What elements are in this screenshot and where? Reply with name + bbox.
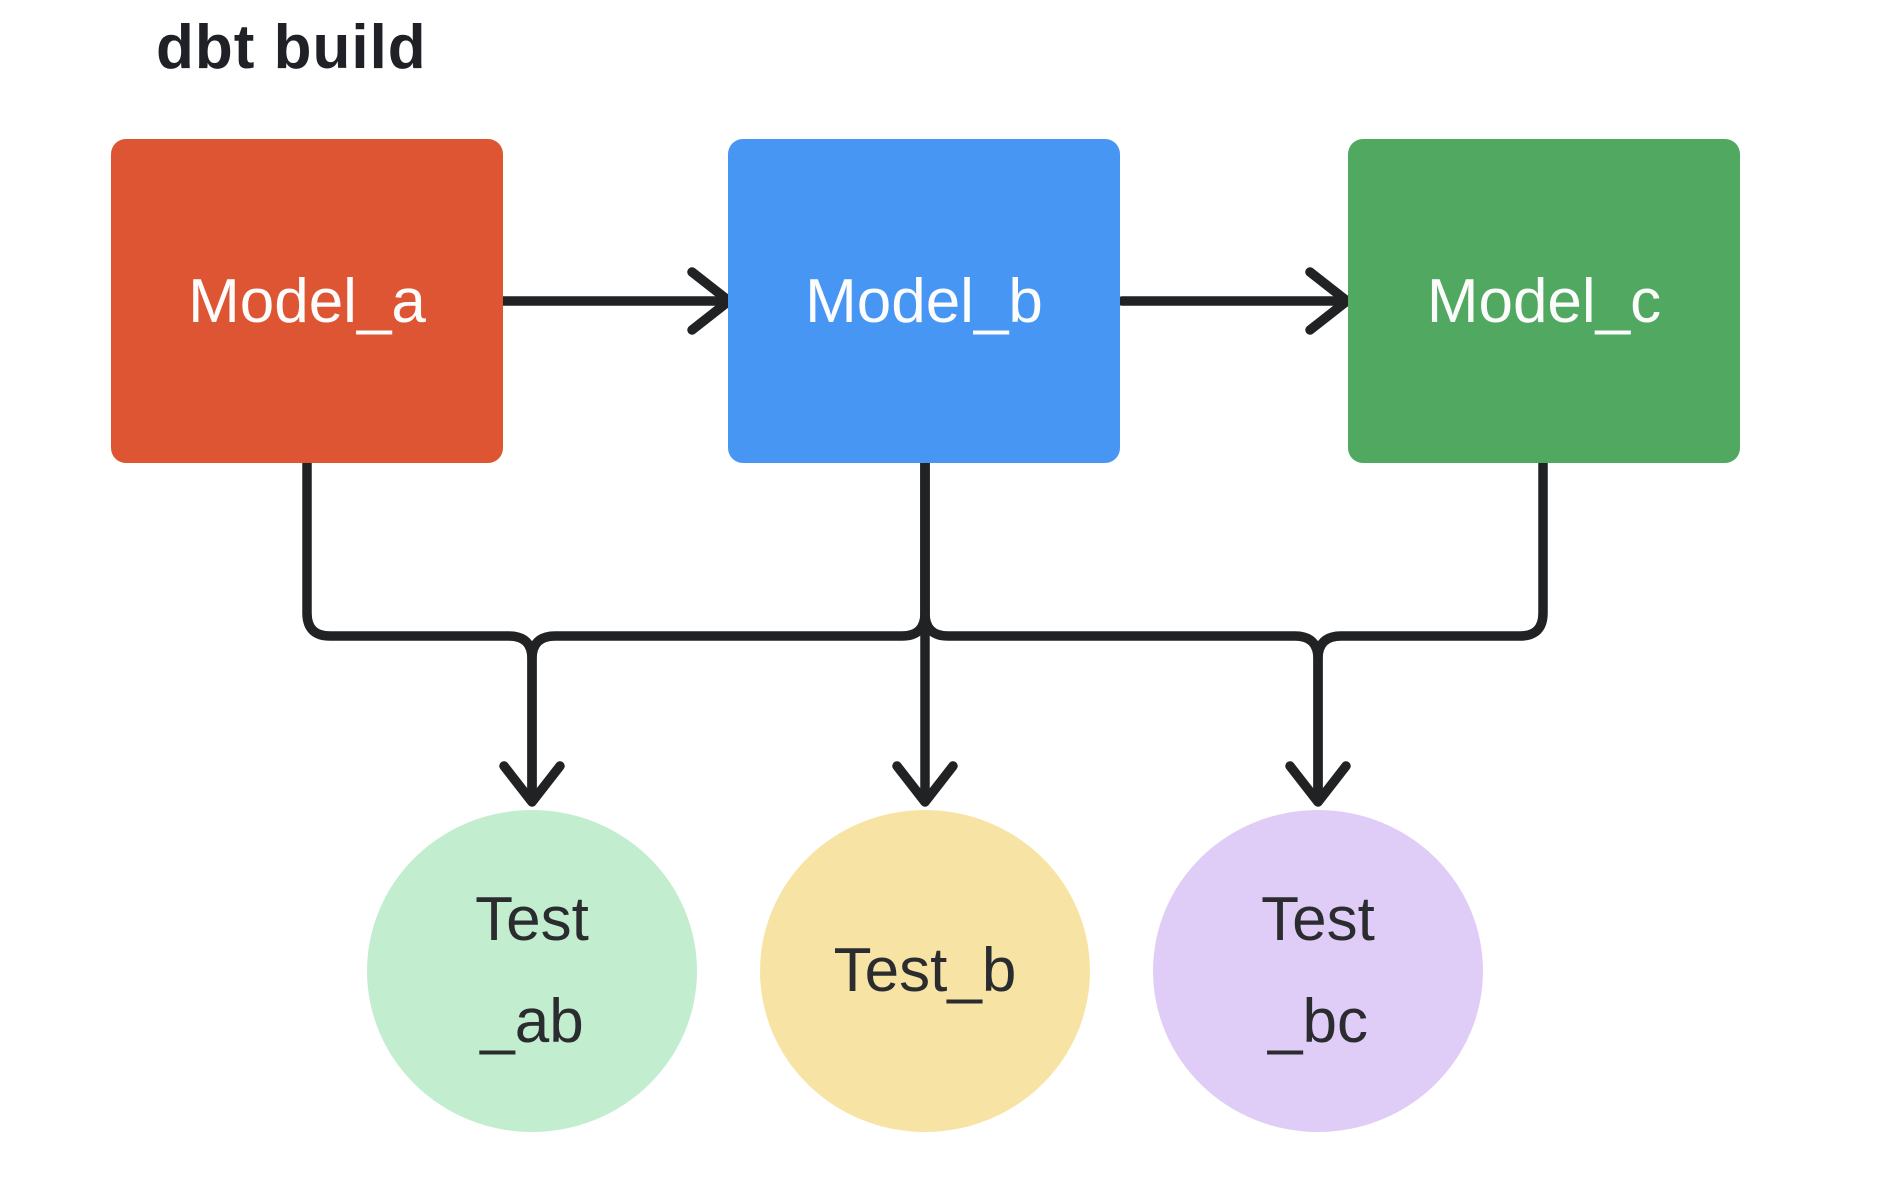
- node-test-b: Test_b: [760, 810, 1090, 1132]
- node-test-ab-label-line2: _ab: [480, 987, 584, 1056]
- node-model-b-label: Model_b: [805, 266, 1043, 336]
- edge-model-b-test-ab: [527, 455, 930, 800]
- node-model-a-label: Model_a: [188, 266, 426, 336]
- page-title: dbt build: [156, 13, 427, 82]
- node-test-bc: Test _bc: [1153, 810, 1483, 1132]
- node-test-bc-label-line2: _bc: [1268, 987, 1368, 1056]
- node-model-c-label: Model_c: [1426, 266, 1662, 336]
- node-model-c: Model_c: [1348, 139, 1740, 463]
- node-test-ab-label-line1: Test: [475, 885, 589, 954]
- edge-model-a-test-ab: [302, 455, 537, 800]
- node-test-bc-label-line1: Test: [1261, 885, 1375, 954]
- node-model-a: Model_a: [111, 139, 503, 463]
- edge-model-b-test-bc: [920, 455, 1323, 800]
- node-model-b: Model_b: [728, 139, 1120, 463]
- arrowhead-test-bc: [1285, 761, 1351, 807]
- edge-model-c-test-bc: [1313, 455, 1548, 800]
- arrowhead-test-b: [892, 761, 958, 807]
- arrowhead-test-ab: [499, 761, 565, 807]
- node-test-b-label: Test_b: [833, 936, 1017, 1005]
- arrowhead-model-c: [1305, 267, 1352, 335]
- node-test-ab: Test _ab: [367, 810, 697, 1132]
